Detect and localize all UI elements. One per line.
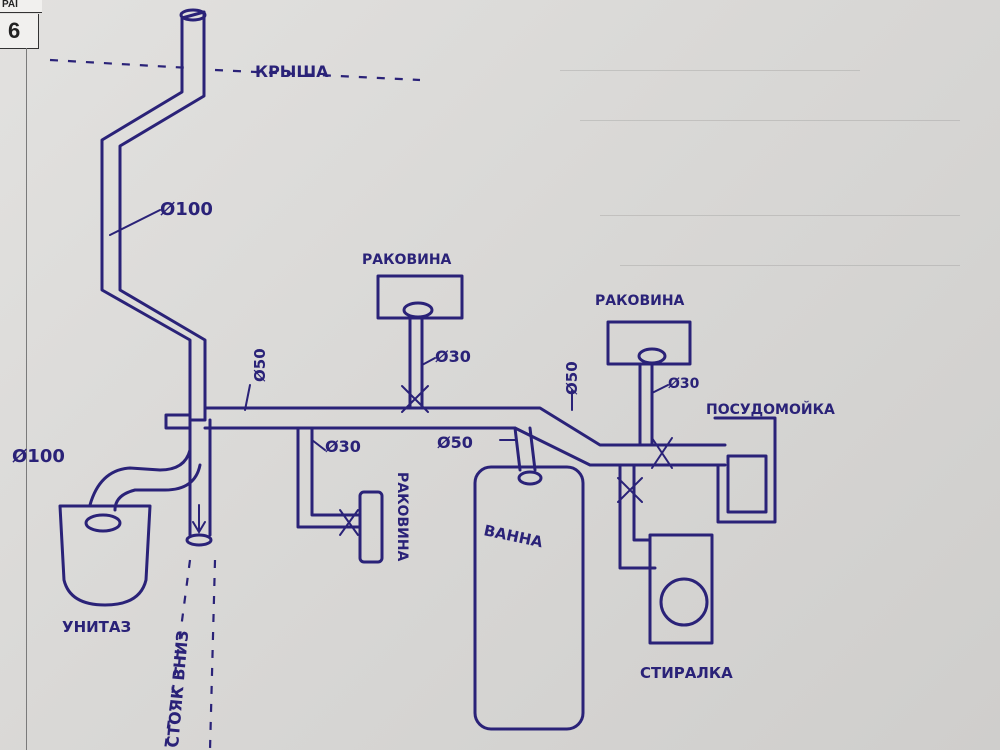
riser-down-dashes (163, 559, 217, 750)
sink-right-label: РАКОВИНА (595, 293, 685, 309)
main-diameter-label: Ø50 (251, 348, 269, 382)
toilet-diameter-label: Ø100 (12, 446, 65, 467)
page-number: 6 (0, 14, 39, 49)
bathtub-icon (473, 465, 585, 731)
washer-drum (659, 577, 709, 627)
dishwasher-door (726, 454, 768, 514)
dimension-leader (651, 384, 669, 394)
sink-right-drain (637, 347, 667, 365)
bathtub-label: ВАННА (482, 521, 545, 551)
sink-top-diameter-label: Ø30 (435, 347, 471, 366)
riser-diameter-label: Ø100 (160, 199, 213, 220)
faint-print-line (620, 265, 960, 266)
dimension-leader (109, 209, 161, 236)
sink-side-icon (358, 490, 384, 564)
dimension-leader (244, 384, 251, 411)
down-arrow-icon (192, 504, 206, 534)
toilet-pipe (88, 448, 202, 512)
riser-pipe (100, 10, 207, 422)
cross-mark-icon (339, 509, 359, 536)
washer-icon (648, 533, 714, 645)
dishwasher-label: ПОСУДОМОЙКА (706, 401, 835, 418)
washer-label: СТИРАЛКА (640, 664, 733, 682)
sink-side-diameter-label: Ø30 (325, 437, 361, 456)
sink-top-icon (376, 274, 464, 320)
riser-down-opening (185, 533, 213, 547)
toilet-opening (84, 513, 122, 533)
sink-top-label: РАКОВИНА (362, 252, 452, 268)
cross-mark-icon (651, 437, 673, 469)
riser-down-pipe (188, 418, 212, 537)
roof-label: КРЫША (255, 62, 329, 81)
sink-side-label: РАКОВИНА (394, 472, 410, 562)
faint-print-line (560, 70, 860, 71)
sink-right-diameter-label: Ø30 (668, 376, 700, 392)
riser-top-opening (179, 8, 207, 22)
margin-line (26, 48, 27, 750)
faint-print-line (580, 120, 960, 121)
corner-header-text: PAI (0, 0, 42, 13)
dishwasher-icon (713, 416, 777, 524)
dimension-leader (311, 439, 326, 451)
main-drain-pipe (203, 406, 727, 467)
bath-diameter-label: Ø50 (437, 433, 473, 452)
right-diameter-label: Ø50 (563, 361, 581, 395)
bathtub-drain (517, 470, 543, 486)
bath-branch (513, 426, 537, 472)
cross-mark-icon (617, 477, 643, 503)
roof-line (49, 58, 421, 82)
riser-down-label: СТОЯК ВНИЗ (163, 630, 192, 749)
toilet-bowl-icon (58, 504, 152, 607)
sink-top-drain (402, 301, 434, 319)
riser-stub (164, 413, 192, 430)
dimension-leader (421, 357, 436, 366)
sink-right-icon (606, 320, 692, 366)
faint-print-line (600, 215, 960, 216)
sink-right-branch (638, 363, 654, 447)
cross-mark-icon (401, 385, 429, 413)
toilet-label: УНИТАЗ (62, 618, 131, 636)
